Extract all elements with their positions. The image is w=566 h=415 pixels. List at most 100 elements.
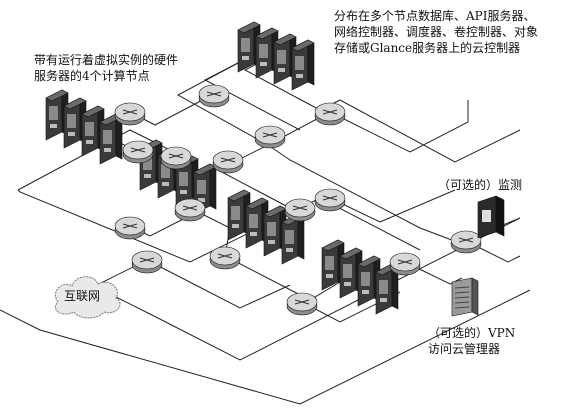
rack-vent [144,174,151,178]
network-link-10 [17,189,421,263]
cloud-shape [54,276,121,319]
rack-panel [179,172,188,186]
rack-vent [326,274,333,278]
network-link-19 [329,100,469,153]
rack-panel [231,206,240,220]
tower-server-icon [477,195,505,239]
network-nodes [45,21,505,319]
network-switch-16 [450,230,482,254]
vpn-slot [454,306,470,309]
rack-vent [286,248,293,252]
switch-arrows [262,132,278,138]
rack-panel [325,256,334,270]
rack-vent [86,140,93,144]
network-link-6 [267,144,466,246]
rack-top [255,27,279,40]
rack-vent [380,298,387,302]
vpn-slot [454,301,470,304]
vpn-label: （可选的）VPN 访问云管理器 [428,326,516,356]
switch-arrows [217,253,233,259]
rack-vent [50,124,57,128]
compute-node-3-server-2 [245,197,269,249]
rack-vent [198,198,205,202]
switch-arrows [458,237,474,243]
rack-panel [103,130,112,144]
rack-top [237,21,261,34]
network-link-20 [329,189,456,223]
switch-arrows [220,157,236,163]
compute-nodes-label: 带有运行着虚拟实例的硬件 服务器的4个计算节点 [34,53,179,83]
rack-panel [249,214,258,228]
rack-vent [242,56,249,60]
network-link-2 [203,62,301,131]
rack-panel [267,222,276,236]
internet-label: 互联网 [64,289,101,303]
network-switch-5 [160,146,192,170]
switch-arrows [168,153,184,159]
controller-server-2 [255,27,279,79]
rack-vent [68,132,75,136]
rack-vent [180,190,187,194]
network-switch-12 [131,250,163,274]
rack-panel [361,272,370,286]
vpn-slot [454,286,470,289]
switch-arrows [182,205,198,211]
rack-panel [277,50,286,64]
network-link-4 [339,99,521,163]
network-switch-7 [212,150,244,174]
rack-side [307,39,315,86]
tower-panel [482,210,491,222]
compute-node-3-server-1 [227,189,251,241]
rack-panel [259,44,268,58]
switch-arrows [322,109,338,115]
vpn-side [471,277,479,316]
rack-top [81,105,105,118]
rack-vent [268,240,275,244]
rack-vent [250,232,257,236]
vpn-slot [454,291,470,294]
network-switch-6 [122,140,154,164]
network-switch-14 [389,252,421,276]
rack-vent [260,62,267,66]
rack-panel [49,106,58,120]
tower-side [495,195,505,237]
rack-top [321,239,345,252]
rack-vent [296,74,303,78]
rack-vent [362,290,369,294]
cloud-controller-label: 分布在多个节点数据库、API服务器、 网络控制器、调度器、卷控制器、对象 存储或… [334,9,539,55]
switch-arrows [397,259,413,265]
rack-panel [161,164,170,178]
rack-top [45,89,69,102]
rack-top [227,189,251,202]
network-link-22 [475,245,521,263]
network-switch-13 [314,188,346,212]
compute-node-2-server-4 [193,163,217,215]
rack-side [209,163,217,210]
switch-arrows [292,205,308,211]
switch-arrows [139,257,155,263]
rack-top [63,97,87,110]
rack-panel [67,114,76,128]
internet-cloud-icon [54,276,121,319]
rack-panel [285,230,294,244]
rack-panel [295,56,304,70]
network-switch-1 [114,102,146,126]
rack-top [273,33,297,46]
switch-arrows [122,223,138,229]
rack-top [339,247,363,260]
rack-top [245,197,269,210]
vpn-slot [454,296,470,299]
vpn-server-icon [451,277,479,317]
rack-panel [197,180,206,194]
rack-vent [344,282,351,286]
network-switch-15 [286,292,318,316]
network-switch-11 [209,246,241,270]
network-switch-9 [284,198,316,222]
network-switch-2 [198,84,230,108]
rack-panel [143,156,152,170]
network-link-14 [146,259,291,309]
monitoring-label: （可选的）监测 [438,178,523,192]
rack-panel [85,122,94,136]
switch-arrows [322,195,338,201]
rack-vent [232,224,239,228]
